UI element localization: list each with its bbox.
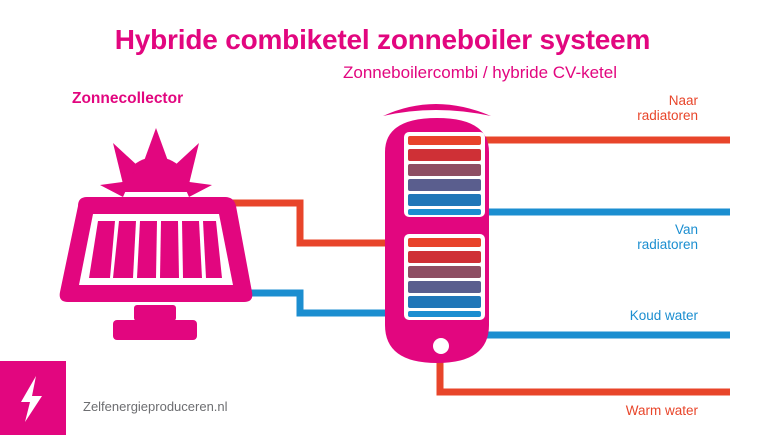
label-naar-radiatoren: Naar radiatoren	[637, 93, 698, 124]
label-van-radiatoren: Van radiatoren	[637, 222, 698, 253]
lightning-bolt-icon	[21, 376, 42, 422]
sun-icon	[100, 128, 212, 197]
brand-logo	[0, 361, 66, 435]
tank-lid	[383, 104, 491, 116]
pipe-collector-supply	[232, 199, 440, 247]
pipe-collector-return	[232, 289, 440, 317]
brand-name: Zelfenergieproduceren.nl	[83, 399, 228, 414]
valve-dot-icon	[433, 338, 449, 354]
collector-panel-cells	[89, 221, 222, 278]
lower-chamber-bars	[408, 238, 481, 317]
pipe-warm-water	[436, 358, 730, 396]
zonnecollector-graphic	[59, 128, 253, 340]
label-warm-water: Warm water	[625, 403, 698, 418]
zonneboiler-tank-graphic	[383, 104, 491, 363]
page-subtitle: Zonneboilercombi / hybride CV-ketel	[342, 63, 618, 82]
page-title: Hybride combiketel zonneboiler systeem	[114, 24, 651, 55]
collector-stand	[113, 305, 197, 340]
upper-chamber-bars	[408, 136, 481, 215]
label-zonnecollector: Zonnecollector	[72, 90, 184, 107]
label-koud-water: Koud water	[629, 308, 698, 323]
